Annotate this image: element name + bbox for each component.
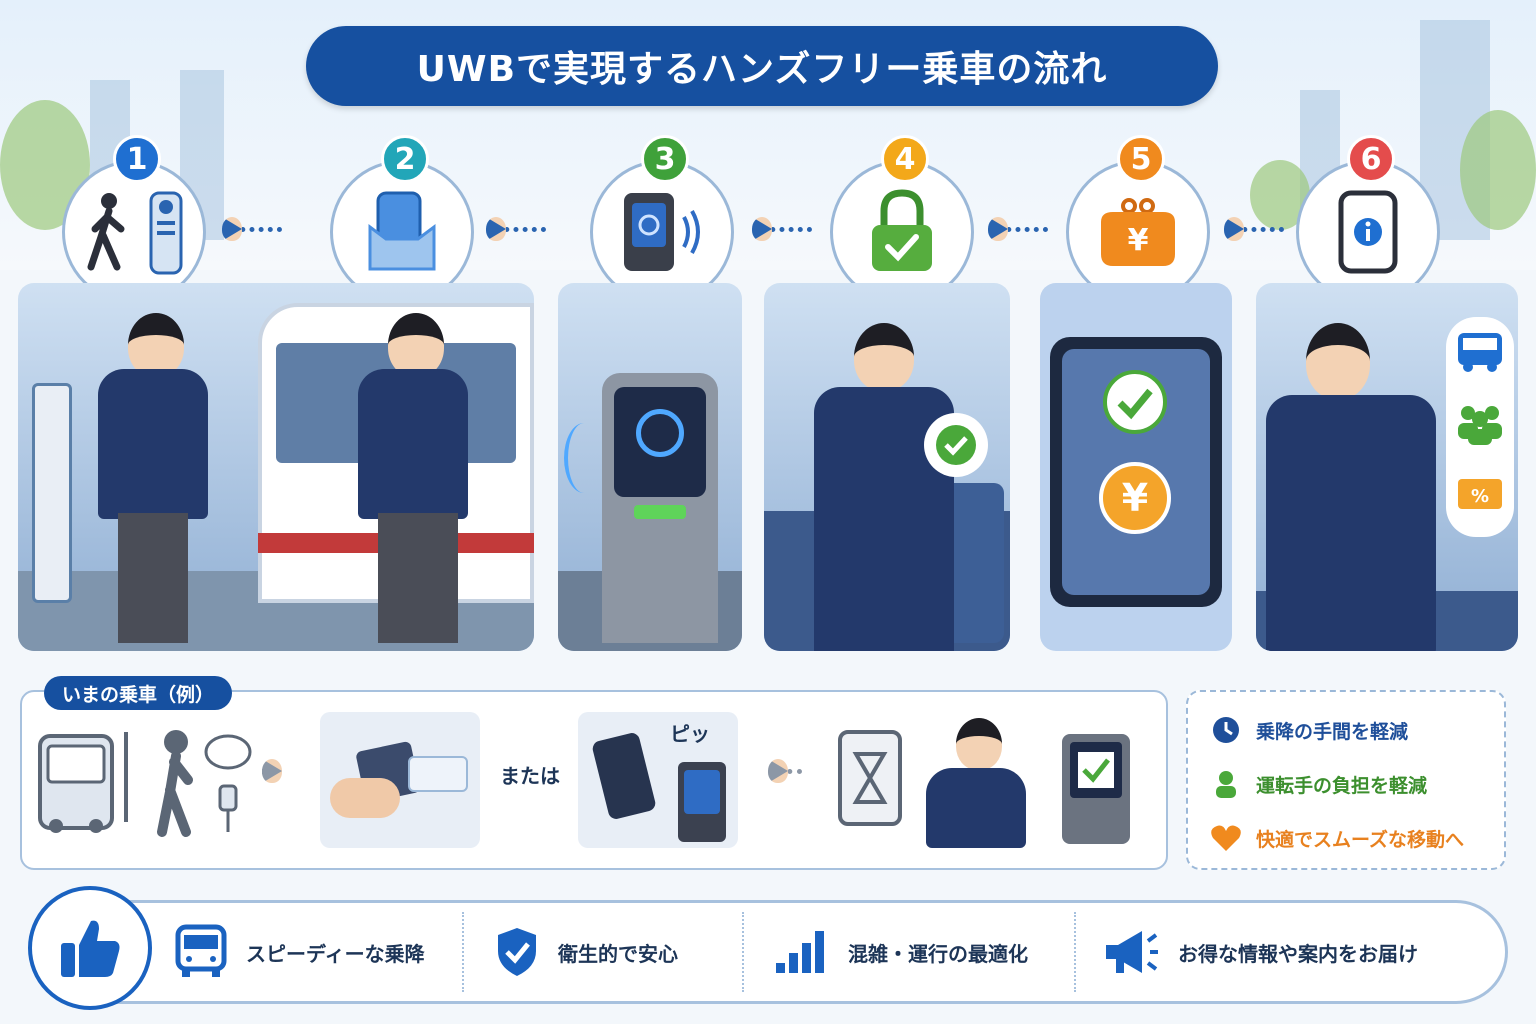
yen-coin-icon: ¥ (1099, 462, 1171, 534)
heart-icon (1211, 825, 1241, 851)
step-number: 1 (113, 135, 161, 183)
page-title: UWBで実現するハンズフリー乗車の流れ (306, 26, 1218, 106)
scene-uwb-reader (558, 283, 742, 651)
uwb-reader-signal-icon (624, 193, 700, 271)
benefit-text: 乗降の手間を軽減 (1256, 720, 1409, 743)
flow-arrow (486, 217, 546, 241)
check-bubble-icon (936, 425, 976, 465)
discount-coupon-icon: % (1458, 479, 1502, 509)
step-number: 3 (641, 135, 689, 183)
step-3: 3 (590, 135, 734, 304)
bar-chart-icon (776, 931, 824, 973)
walking-person-bus-stop-icon (87, 191, 183, 275)
feature-text: 混雑・運行の最適化 (848, 941, 1028, 966)
benefits-panel (1186, 690, 1506, 870)
benefit-item: 快適でスムーズな移動へ (1210, 822, 1464, 854)
step-2: 2 (330, 135, 474, 304)
passenger-worried (920, 714, 1030, 848)
step-6: 6 (1296, 135, 1440, 304)
bus-stop-person-icon (38, 730, 252, 837)
shield-check-icon (498, 928, 536, 976)
lock-check-icon (872, 189, 932, 271)
scene-riding-bus (764, 283, 1010, 651)
phone-tap-illustration: ピッ (578, 712, 738, 848)
separator (742, 912, 744, 992)
current-boarding-label: いまの乗車（例） (44, 676, 233, 710)
beep-text: ピッ (670, 722, 710, 746)
flow-arrow (1224, 217, 1284, 241)
gray-arrow (262, 759, 282, 783)
benefit-text: 運転手の負担を軽減 (1256, 774, 1428, 797)
or-text: または (500, 764, 560, 788)
phone-in-bag-icon (368, 191, 436, 271)
separator (1074, 912, 1076, 992)
people-icon (1458, 406, 1502, 445)
bus-icon (1458, 333, 1502, 372)
feature-text: 衛生的で安心 (558, 941, 678, 966)
step-number: 6 (1347, 135, 1395, 183)
feature-text: スピーディーな乗降 (246, 941, 425, 966)
scene-payment-complete: ¥ (1040, 283, 1232, 651)
tree (1460, 110, 1536, 230)
benefit-text: 快適でスムーズな移動へ (1256, 828, 1465, 851)
step-number: 5 (1117, 135, 1165, 183)
gray-arrow (768, 759, 802, 783)
phone-info-icon (1338, 190, 1398, 274)
svg-text:¥: ¥ (1122, 476, 1148, 520)
step-number: 4 (881, 135, 929, 183)
benefit-item: 運転手の負担を軽減 (1210, 768, 1427, 800)
clock-icon (1213, 717, 1239, 743)
step-1: 1 (62, 135, 206, 304)
svg-text:¥: ¥ (1128, 223, 1149, 258)
bus-icon (175, 924, 227, 977)
waiting-hourglass-icon (838, 730, 902, 826)
benefit-item: 乗降の手間を軽減 (1210, 714, 1408, 746)
thumbs-up-icon (61, 920, 120, 977)
step-4: 4 (830, 135, 974, 304)
thumbs-up-badge (28, 886, 152, 1010)
flow-arrow (752, 217, 812, 241)
scene-info-on-phone: % (1256, 283, 1518, 651)
separator (462, 912, 464, 992)
reader-check-icon (1062, 734, 1130, 844)
step-5: 5 ¥ (1066, 135, 1210, 304)
flow-arrow (222, 217, 282, 241)
features-bar (40, 900, 1508, 1004)
feature-text: お得な情報や案内をお届け (1178, 941, 1418, 966)
feature-item: 混雑・運行の最適化 (772, 920, 1028, 984)
feature-item: 衛生的で安心 (494, 920, 678, 984)
feature-item: スピーディーな乗降 (174, 920, 425, 984)
step-number: 2 (381, 135, 429, 183)
svg-text:%: % (1471, 486, 1489, 507)
person-icon (1216, 771, 1236, 798)
card-tap-illustration (320, 712, 480, 848)
feature-item: お得な情報や案内をお届け (1102, 920, 1418, 984)
check-circle-icon (1103, 370, 1167, 434)
megaphone-icon (1106, 931, 1158, 973)
flow-arrow (988, 217, 1048, 241)
yen-wallet-icon: ¥ (1101, 198, 1175, 266)
scene-walking-to-bus (18, 283, 534, 651)
